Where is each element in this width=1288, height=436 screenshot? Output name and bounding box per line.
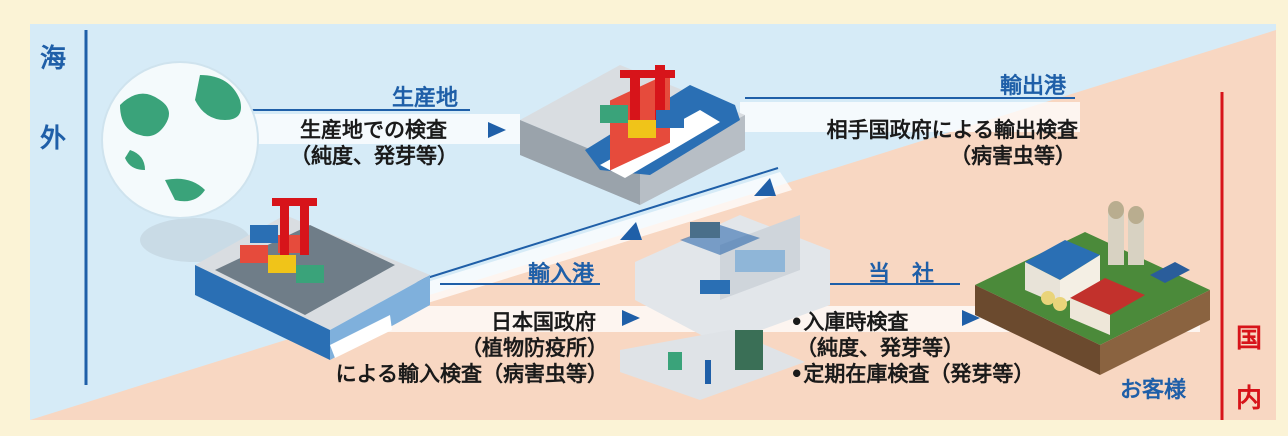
customer-label: お客様 [1120,377,1187,403]
flow-band-diagonal [394,167,792,310]
arrow-down-left-icon-2 [620,222,642,240]
company-inspection-line1: •入庫時検査 [790,310,909,334]
container-ship-icon [520,65,745,205]
container-ship-icon-2 [195,198,430,360]
import-inspection-line1: 日本国政府 [491,310,596,334]
arrow-right-icon [488,122,506,138]
import-inspection-line3: による輸入検査（病害虫等） [335,362,608,386]
arrow-right-icon-2 [622,310,640,326]
company-inspection-line3: •定期在庫検査（発芽等） [790,362,1035,386]
origin-inspection-line2: （純度、発芽等） [290,144,458,168]
arrow-down-left-icon [754,178,776,196]
warehouse-icon [620,215,830,400]
origin-inspection-line1: 生産地での検査 [300,118,447,142]
import-port-label: 輸入港 [528,262,595,287]
company-inspection-line2: （純度、発芽等） [796,336,964,360]
export-inspection-line1: 相手国政府による輸出検査 [826,118,1078,142]
export-inspection-line2: （病害虫等） [950,144,1076,168]
flow-band-origin [250,109,520,144]
overseas-char-1: 海 [40,44,67,74]
flow-band-export [740,97,1080,132]
origin-label: 生産地 [392,86,459,111]
export-port-label: 輸出港 [1000,74,1067,99]
arrow-right-icon-3 [962,310,980,326]
import-inspection-line2: （植物防疫所） [461,336,608,360]
farm-icon [975,201,1210,375]
globe-icon [101,61,259,262]
company-label: 当 社 [868,262,935,287]
domestic-char-2: 内 [1236,384,1263,414]
overseas-char-2: 外 [40,124,67,154]
domestic-char-1: 国 [1236,324,1263,354]
